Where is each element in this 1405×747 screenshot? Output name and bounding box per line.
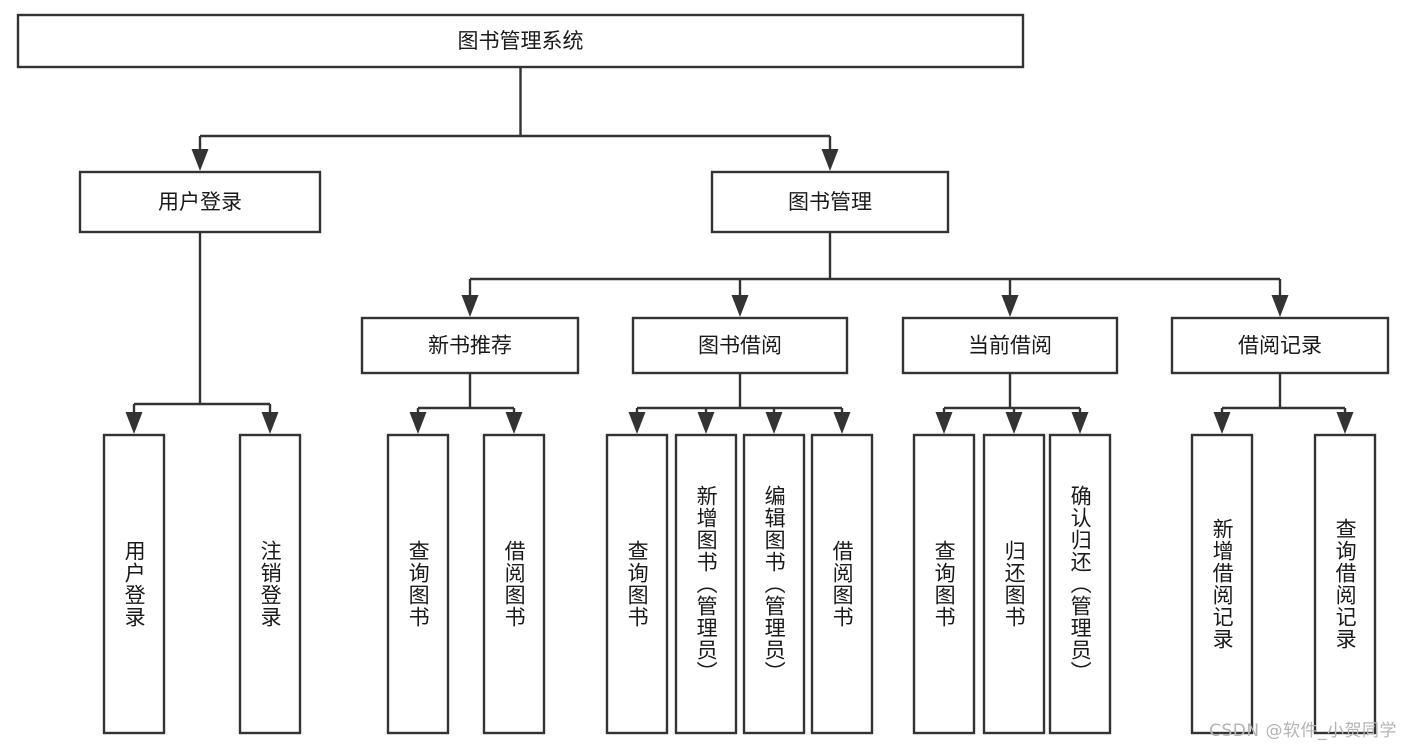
watermark-text: CSDN @软件_小贺同学 (1209, 721, 1397, 741)
leaf-node-编辑图书管理员[interactable]: 编辑图书（管理员） (742, 433, 806, 735)
node-box[interactable] (631, 316, 849, 375)
node-box[interactable] (360, 316, 580, 375)
node-layer: 图书管理系统用户登录图书管理新书推荐图书借阅当前借阅借阅记录用户登录注销登录查询… (16, 13, 1390, 735)
node-label: 用户登录 (158, 190, 242, 214)
node-box[interactable] (386, 433, 450, 735)
node-label: 图书借阅 (698, 334, 782, 358)
leaf-node-查询图书[interactable]: 查询图书 (912, 433, 976, 735)
level3-node-图书借阅[interactable]: 图书借阅 (631, 316, 849, 375)
node-box[interactable] (16, 13, 1025, 69)
leaf-node-归还图书[interactable]: 归还图书 (982, 433, 1046, 735)
arrow-head-icon (1005, 412, 1023, 434)
arrow-head-icon (821, 149, 839, 171)
arrow-head-icon (731, 295, 749, 317)
node-box[interactable] (710, 170, 950, 234)
root-node-图书管理系统[interactable]: 图书管理系统 (16, 13, 1025, 69)
arrow-head-icon (261, 412, 279, 434)
leaf-node-注销登录[interactable]: 注销登录 (238, 433, 302, 735)
arrow-head-icon (628, 412, 646, 434)
node-box[interactable] (605, 433, 669, 735)
node-label: 用户登录 (122, 540, 147, 628)
node-label: 归还图书 (1002, 540, 1027, 628)
leaf-node-确认归还管理员[interactable]: 确认归还（管理员） (1048, 433, 1112, 735)
node-label-wrap: 借阅图书 (830, 540, 855, 628)
node-label-wrap: 确认归还（管理员） (1068, 485, 1093, 683)
node-label: 新书推荐 (428, 334, 512, 358)
node-label: 图书管理 (788, 190, 872, 214)
arrow-head-icon (833, 412, 851, 434)
node-box[interactable] (674, 433, 738, 735)
node-label-wrap: 新增图书（管理员） (694, 485, 719, 683)
arrow-head-icon (191, 149, 209, 171)
node-label: 查询图书 (932, 540, 957, 628)
node-label: 当前借阅 (968, 334, 1052, 358)
node-box[interactable] (1048, 433, 1112, 735)
level3-node-借阅记录[interactable]: 借阅记录 (1170, 316, 1390, 375)
node-box[interactable] (901, 316, 1119, 375)
level3-node-新书推荐[interactable]: 新书推荐 (360, 316, 580, 375)
arrow-head-icon (765, 412, 783, 434)
node-box[interactable] (912, 433, 976, 735)
leaf-node-查询借阅记录[interactable]: 查询借阅记录 (1313, 433, 1377, 735)
arrow-head-icon (1336, 412, 1354, 434)
arrow-head-icon (125, 412, 143, 434)
node-label-wrap: 查询图书 (932, 540, 957, 628)
level2-node-用户登录[interactable]: 用户登录 (78, 170, 322, 234)
node-label-wrap: 归还图书 (1002, 540, 1027, 628)
leaf-node-查询图书[interactable]: 查询图书 (386, 433, 450, 735)
node-label: 借阅图书 (830, 540, 855, 628)
node-label-wrap: 编辑图书（管理员） (762, 485, 787, 683)
node-box[interactable] (982, 433, 1046, 735)
node-label-wrap: 借阅图书 (502, 540, 527, 628)
node-label: 借阅图书 (502, 540, 527, 628)
leaf-node-查询图书[interactable]: 查询图书 (605, 433, 669, 735)
leaf-node-用户登录[interactable]: 用户登录 (102, 433, 166, 735)
leaf-node-借阅图书[interactable]: 借阅图书 (810, 433, 874, 735)
arrow-head-icon (1071, 412, 1089, 434)
node-label: 确认归还（管理员） (1068, 485, 1093, 683)
node-label-wrap: 用户登录 (122, 540, 147, 628)
arrow-head-icon (1271, 295, 1289, 317)
node-label: 新增借阅记录 (1210, 518, 1235, 650)
node-label: 查询图书 (406, 540, 431, 628)
arrow-head-icon (461, 295, 479, 317)
node-box[interactable] (1170, 316, 1390, 375)
node-label-wrap: 新增借阅记录 (1210, 518, 1235, 650)
arrow-head-icon (935, 412, 953, 434)
node-label-wrap: 注销登录 (258, 540, 283, 628)
arrow-head-icon (1213, 412, 1231, 434)
leaf-node-新增图书管理员[interactable]: 新增图书（管理员） (674, 433, 738, 735)
level2-node-图书管理[interactable]: 图书管理 (710, 170, 950, 234)
node-label: 图书管理系统 (458, 29, 584, 53)
node-label: 查询图书 (625, 540, 650, 628)
connector-layer (125, 67, 1354, 434)
node-label: 注销登录 (258, 540, 283, 628)
node-box[interactable] (102, 433, 166, 735)
node-label: 新增图书（管理员） (694, 485, 719, 683)
node-box[interactable] (742, 433, 806, 735)
node-box[interactable] (1313, 433, 1377, 735)
leaf-node-新增借阅记录[interactable]: 新增借阅记录 (1190, 433, 1254, 735)
node-box[interactable] (810, 433, 874, 735)
node-box[interactable] (482, 433, 546, 735)
level3-node-当前借阅[interactable]: 当前借阅 (901, 316, 1119, 375)
leaf-node-借阅图书[interactable]: 借阅图书 (482, 433, 546, 735)
node-label: 查询借阅记录 (1333, 518, 1358, 650)
node-label: 借阅记录 (1238, 334, 1322, 358)
arrow-head-icon (409, 412, 427, 434)
node-label-wrap: 查询图书 (406, 540, 431, 628)
node-label-wrap: 查询图书 (625, 540, 650, 628)
arrow-head-icon (697, 412, 715, 434)
node-box[interactable] (238, 433, 302, 735)
node-label: 编辑图书（管理员） (762, 485, 787, 683)
arrow-head-icon (1001, 295, 1019, 317)
arrow-head-icon (505, 412, 523, 434)
node-label-wrap: 查询借阅记录 (1333, 518, 1358, 650)
node-box[interactable] (1190, 433, 1254, 735)
node-box[interactable] (78, 170, 322, 234)
